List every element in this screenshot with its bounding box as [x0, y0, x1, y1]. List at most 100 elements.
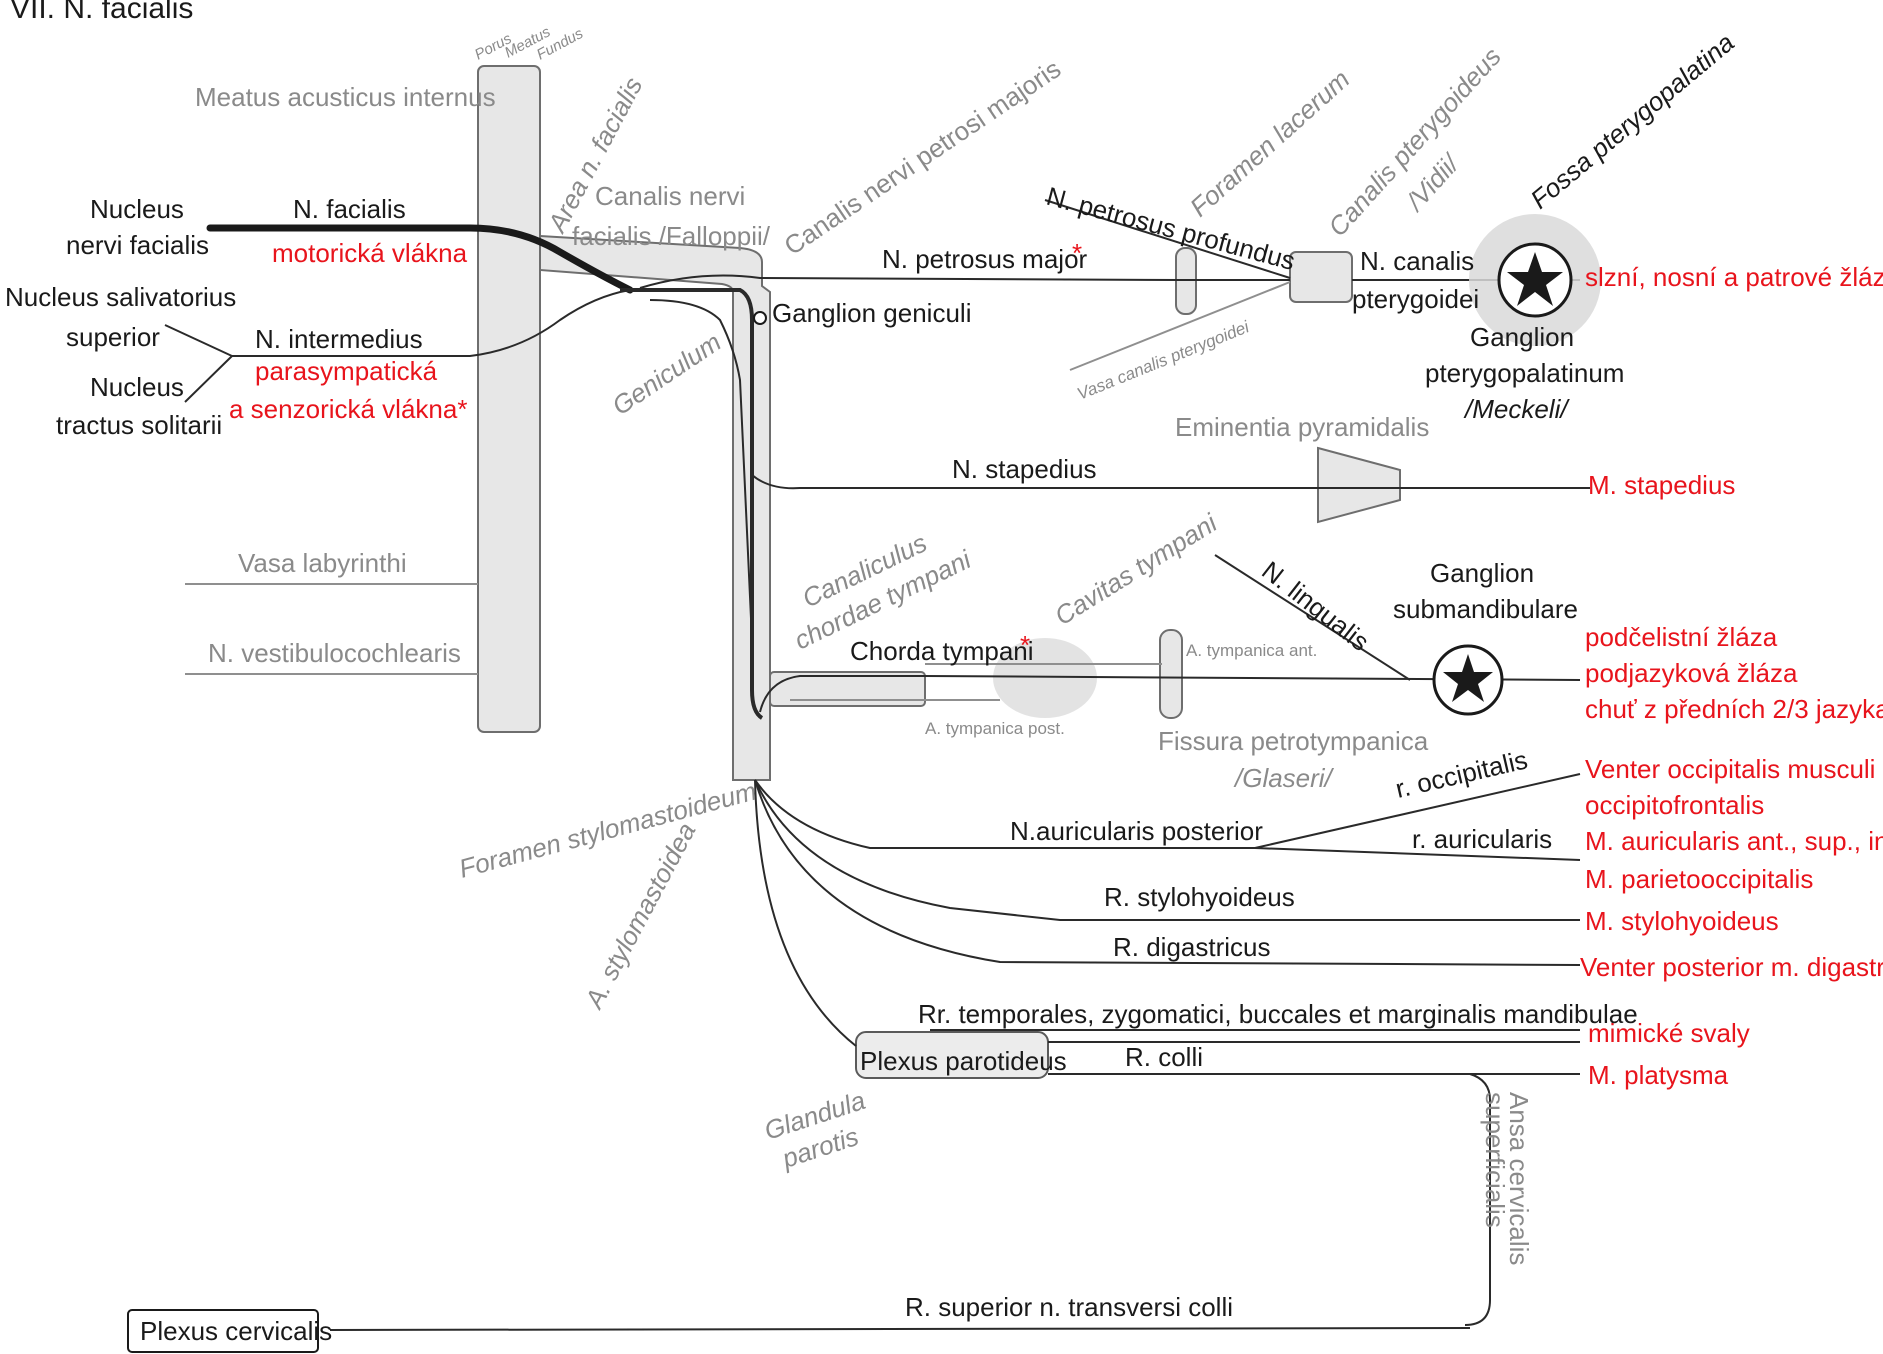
- label-ansa-2: superficialis: [1480, 1092, 1510, 1228]
- ansa-cervicalis-line: [1464, 1073, 1491, 1326]
- label-fossa-pterygopalatina: Fossa pterygopalatina: [1525, 27, 1740, 214]
- n-intermedius-line: [232, 289, 631, 357]
- facial-canal-inner-nerve: [649, 299, 753, 641]
- n-stapedius-line: [751, 474, 1590, 490]
- label-nucleus-facialis-1: Nucleus: [90, 194, 184, 224]
- label-nucleus-facialis-2: nervi facialis: [66, 230, 209, 260]
- label-n-canalis-2: pterygoidei: [1352, 284, 1479, 314]
- n-petrosus-major-line: [639, 274, 1290, 289]
- plexus-parotideus-box: [855, 1031, 1049, 1079]
- label-plexus-parotideus: Plexus parotideus: [860, 1046, 1067, 1076]
- label-nucleus-tractus-2: tractus solitarii: [56, 410, 222, 440]
- canalis-pterygoideus-box: [1289, 251, 1353, 303]
- fissura-petrotympanica-bar: [1159, 629, 1183, 719]
- label-canalis-nervi-facialis-2: facialis /Falloppii/: [572, 221, 771, 251]
- label-chut: chuť z předních 2/3 jazyka: [1585, 694, 1883, 724]
- n-facialis-line: [206, 224, 634, 294]
- vasa-canalis-pterygoidei-line: [1069, 281, 1291, 371]
- star-icon: [1443, 654, 1493, 702]
- label-meatus-acusticus-internus: Meatus acusticus internus: [195, 82, 496, 112]
- label-parasymp-1: parasympatická: [255, 356, 438, 386]
- chorda-tympani-line: [759, 675, 1581, 713]
- label-rr-temporales: Rr. temporales, zygomatici, buccales et …: [918, 999, 1638, 1029]
- label-m-auricularis: M. auricularis ant., sup., inf.: [1585, 826, 1883, 856]
- label-canalis-nervi-facialis-1: Canalis nervi: [595, 181, 745, 211]
- label-r-colli: R. colli: [1125, 1042, 1203, 1072]
- label-area-n-facialis: Area n. facialis: [541, 72, 648, 238]
- r-occipitalis-line: [1254, 773, 1581, 849]
- label-nucleus-tractus-1: Nucleus: [90, 372, 184, 402]
- n-petrosus-profundus-line: [1044, 199, 1291, 279]
- facial-canal-main-nerve: [620, 288, 764, 720]
- label-ansa-1: Ansa cervicalis: [1504, 1092, 1534, 1265]
- label-m-stapedius: M. stapedius: [1588, 470, 1735, 500]
- label-m-stylohyoideus: M. stylohyoideus: [1585, 906, 1779, 936]
- r-auricularis-line: [1254, 847, 1581, 861]
- label-vasa-canalis-pterygoidei: Vasa canalis pterygoidei: [1074, 317, 1253, 404]
- label-n-canalis-1: N. canalis: [1360, 246, 1474, 276]
- parotid-trunk-line: [754, 779, 857, 1047]
- label-vasa-labyrinthi: Vasa labyrinthi: [238, 548, 407, 578]
- star-icon: [1507, 252, 1563, 306]
- label-mimicke: mimické svaly: [1588, 1018, 1750, 1048]
- label-fissura-1: Fissura petrotympanica: [1158, 726, 1429, 756]
- label-star-chorda: *: [1020, 630, 1030, 660]
- canaliculus-chordae-tympani-box: [769, 671, 926, 707]
- label-venter-occ-2: occipitofrontalis: [1585, 790, 1764, 820]
- label-star-petrosus: *: [1072, 238, 1082, 268]
- label-n-facialis: N. facialis: [293, 194, 406, 224]
- label-ganglion-ptg-1: Ganglion: [1470, 322, 1574, 352]
- label-podjazykova: podjazyková žláza: [1585, 658, 1798, 688]
- label-ganglion-geniculi: Ganglion geniculi: [772, 298, 971, 328]
- label-a-tympanica-post: A. tympanica post.: [925, 719, 1065, 738]
- label-n-petrosus-major: N. petrosus major: [882, 244, 1088, 274]
- label-nucleus-salivatorius-1: Nucleus salivatorius: [5, 282, 236, 312]
- n-auricularis-posterior-line: [754, 779, 1255, 849]
- label-m-parietooccipitalis: M. parietooccipitalis: [1585, 864, 1813, 894]
- label-ganglion-sub-2: submandibulare: [1393, 594, 1578, 624]
- label-m-platysma: M. platysma: [1588, 1060, 1729, 1090]
- label-n-auricularis-posterior: N.auricularis posterior: [1010, 816, 1263, 846]
- label-ganglion-sub-1: Ganglion: [1430, 558, 1534, 588]
- label-motoricka: motorická vlákna: [272, 238, 468, 268]
- label-slzni: slzní, nosní a patrové žlázy: [1585, 262, 1883, 292]
- label-venter-post: Venter posterior m. digastrici: [1580, 952, 1883, 982]
- meatus-acusticus-internus-bar: [477, 65, 541, 733]
- label-r-superior: R. superior n. transversi colli: [905, 1292, 1233, 1322]
- r-stylohyoideus-line: [754, 779, 1580, 921]
- canalis-facialis-shape: [539, 234, 771, 781]
- label-n-stapedius: N. stapedius: [952, 454, 1097, 484]
- label-canalis-nervi-petrosi-majoris: Canalis nervi petrosi majoris: [779, 53, 1067, 260]
- nuclei-connector: [164, 324, 234, 403]
- r-superior-line: [329, 1327, 1471, 1331]
- label-n-vestibulocochlearis: N. vestibulocochlearis: [208, 638, 461, 668]
- ganglion-geniculi-dot: [753, 311, 767, 325]
- eminentia-pyramidalis-shape: [1317, 446, 1401, 524]
- label-geniculum: Geniculum: [607, 327, 727, 421]
- label-foramen-stylomastoideum: Foramen stylomastoideum: [456, 776, 760, 884]
- label-eminentia-pyramidalis: Eminentia pyramidalis: [1175, 412, 1429, 442]
- diagram-title: VII. N. facialis: [10, 0, 193, 25]
- label-parasymp-2: a senzorická vlákna*: [229, 394, 467, 424]
- label-r-digastricus: R. digastricus: [1113, 932, 1271, 962]
- label-fissura-2: /Glaseri/: [1233, 763, 1335, 793]
- label-ganglion-ptg-3: /Meckeli/: [1463, 394, 1570, 424]
- label-plexus-cervicalis: Plexus cervicalis: [140, 1316, 332, 1346]
- label-nucleus-salivatorius-2: superior: [66, 322, 160, 352]
- label-canalis-pterygoideus-1: Canalis pterygoideus: [1322, 41, 1507, 242]
- cavitas-tympani-shape: [993, 638, 1097, 718]
- label-a-tympanica-ant: A. tympanica ant.: [1186, 641, 1317, 660]
- label-ganglion-ptg-2: pterygopalatinum: [1425, 358, 1624, 388]
- label-n-intermedius: N. intermedius: [255, 324, 423, 354]
- label-foramen-lacerum: Foramen lacerum: [1184, 64, 1355, 223]
- n-lingualis-line: [1214, 554, 1411, 681]
- label-chorda-tympani: Chorda tympani: [850, 636, 1034, 666]
- label-podcelistni: podčelistní žláza: [1585, 622, 1778, 652]
- label-cavitas-tympani: Cavitas tympani: [1049, 507, 1223, 631]
- label-venter-occ-1: Venter occipitalis musculi: [1585, 754, 1875, 784]
- label-r-stylohyoideus: R. stylohyoideus: [1104, 882, 1295, 912]
- label-r-auricularis: r. auricularis: [1412, 824, 1552, 854]
- plexus-cervicalis-box: [127, 1309, 319, 1353]
- r-digastricus-line: [754, 779, 1581, 966]
